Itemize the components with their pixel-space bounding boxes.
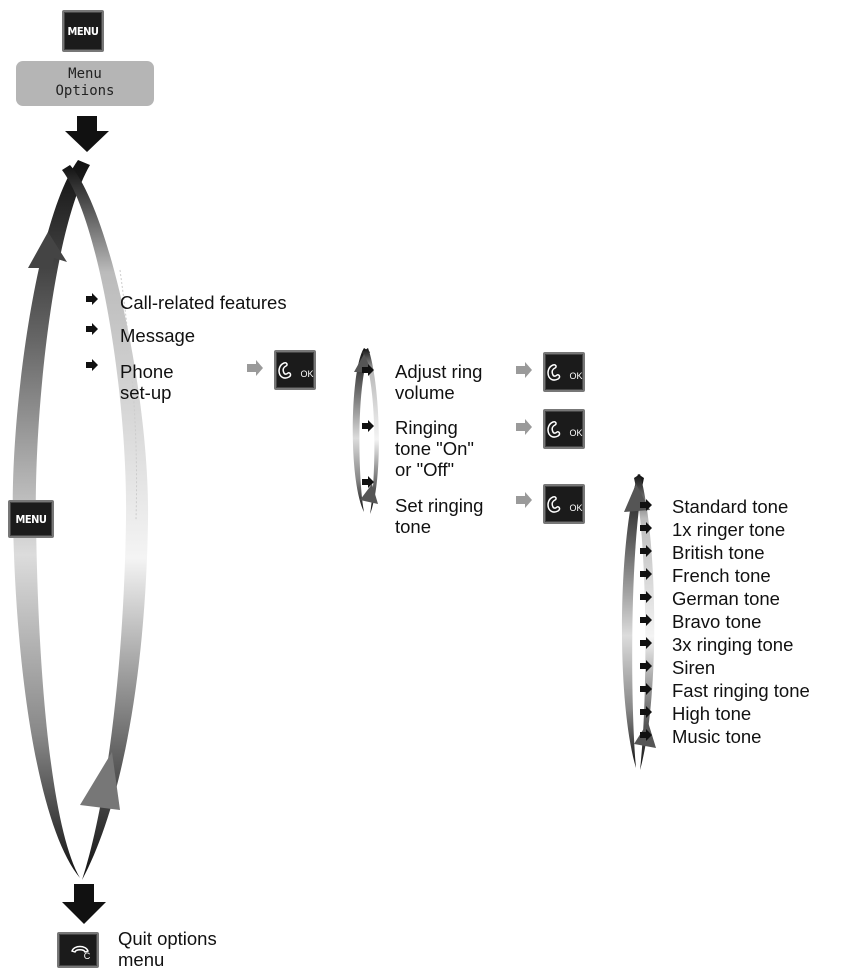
ok-key[interactable]: OK <box>543 352 585 392</box>
display-screen: Menu Options <box>16 61 154 106</box>
ok-key-label: OK <box>300 369 314 379</box>
phone-ok-icon <box>547 364 561 381</box>
submenu-item-adjust-ring-volume[interactable]: Adjust ring volume <box>395 361 483 403</box>
ringing-tone-option[interactable]: Siren <box>672 657 716 678</box>
bullet-arrow-icon <box>640 660 652 672</box>
bullet-arrow-icon <box>362 476 374 488</box>
bullet-arrow-icon <box>640 706 652 718</box>
phone-ok-icon <box>278 362 292 379</box>
display-line-2: Options <box>55 83 115 99</box>
clear-key[interactable]: C <box>57 932 99 968</box>
main-menu-loop <box>12 160 149 880</box>
connector-arrows <box>247 360 532 508</box>
ok-key-label: OK <box>569 503 583 513</box>
ok-key[interactable]: OK <box>543 484 585 524</box>
phone-ok-icon <box>547 421 561 438</box>
display-line-1: Menu <box>68 66 102 82</box>
clear-key-label: C <box>83 951 91 961</box>
down-arrow-icon <box>62 884 106 924</box>
bullet-arrow-icon <box>86 293 98 305</box>
ringing-tone-option[interactable]: French tone <box>672 565 771 586</box>
submenu-item-ringing-tone-on-off[interactable]: Ringing tone "On" or "Off" <box>395 417 474 480</box>
ringing-tone-option[interactable]: High tone <box>672 703 752 724</box>
menu-item-message[interactable]: Message <box>120 325 196 346</box>
ringing-tone-option[interactable]: Standard tone <box>672 496 789 517</box>
phone-clear-icon <box>70 945 89 953</box>
quit-options-menu-label: Quit options menu <box>118 928 217 970</box>
bullet-arrow-icon <box>640 522 652 534</box>
bullet-arrow-icon <box>640 683 652 695</box>
phone-ok-icon <box>547 496 561 513</box>
ok-key-label: OK <box>569 371 583 381</box>
ok-key[interactable]: OK <box>274 350 316 390</box>
submenu-item-set-ringing-tone[interactable]: Set ringing tone <box>395 495 484 537</box>
bullet-arrow-icon <box>640 591 652 603</box>
bullet-arrow-icon <box>86 359 98 371</box>
bullet-arrow-icon <box>86 323 98 335</box>
ringing-tone-option[interactable]: British tone <box>672 542 765 563</box>
bullet-arrow-icon <box>362 420 374 432</box>
bullet-arrow-icon <box>640 637 652 649</box>
bullet-arrow-icon <box>640 568 652 580</box>
ok-key[interactable]: OK <box>543 409 585 449</box>
menu-key-label: MENU <box>15 512 47 526</box>
menu-item-call-related-features[interactable]: Call-related features <box>120 292 287 313</box>
bullet-arrow-icon <box>640 545 652 557</box>
ringing-tone-option[interactable]: 3x ringing tone <box>672 634 794 655</box>
menu-item-phone-setup[interactable]: Phone set-up <box>120 361 174 403</box>
ringing-tone-option[interactable]: 1x ringer tone <box>672 519 786 540</box>
ringing-tone-option[interactable]: Fast ringing tone <box>672 680 810 701</box>
ringing-tone-option[interactable]: Bravo tone <box>672 611 762 632</box>
bullet-arrow-icon <box>640 614 652 626</box>
menu-key[interactable]: MENU <box>8 500 54 538</box>
ringing-tone-option[interactable]: Music tone <box>672 726 762 747</box>
menu-key[interactable]: MENU <box>62 10 104 52</box>
bullet-arrow-icon <box>362 364 374 376</box>
ringing-tone-option[interactable]: German tone <box>672 588 780 609</box>
ok-key-label: OK <box>569 428 583 438</box>
down-arrow-icon <box>65 116 109 152</box>
bullet-arrow-icon <box>640 499 652 511</box>
bullet-arrow-icon <box>640 729 652 741</box>
menu-key-label: MENU <box>67 24 99 38</box>
